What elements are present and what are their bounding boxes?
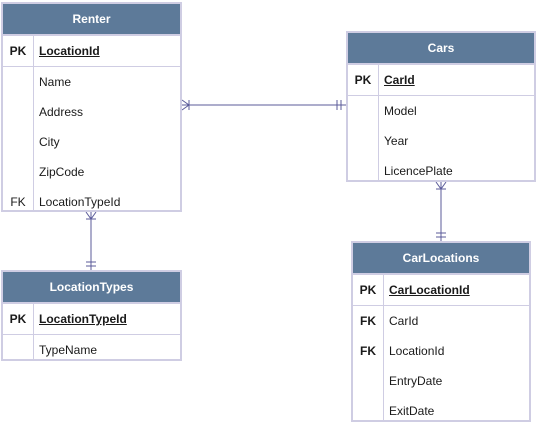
field-name: Model [384,104,417,118]
entity-carlocations[interactable]: CarLocations PK CarLocationId FK CarId F… [351,241,531,422]
field-name: ZipCode [39,165,85,179]
connector-cars-carlocations [435,181,447,241]
entity-renter[interactable]: Renter PK LocationId Name Address City Z… [1,2,182,212]
entity-row: PK LocationTypeId [3,304,180,335]
entity-row: PK LocationId [3,36,180,67]
field-name: City [39,135,60,149]
field-name: CarId [389,314,419,328]
field-name: CarId [384,73,415,87]
entity-row: City [3,127,180,157]
entity-row: ExitDate [353,396,529,426]
connector-renter-locationtypes [85,211,97,270]
key-label: PK [9,312,27,326]
entity-row: Address [3,97,180,127]
connector-renter-cars [181,99,346,111]
entity-cars[interactable]: Cars PK CarId Model Year LicencePlate [346,31,536,182]
entity-title: Cars [348,33,534,65]
entity-row: FK LocationTypeId [3,187,180,217]
entity-row: TypeName [3,335,180,365]
field-name: LocationTypeId [39,195,121,209]
field-name: LocationTypeId [39,312,127,326]
entity-row: Model [348,96,534,126]
field-name: LicencePlate [384,164,453,178]
field-name: CarLocationId [389,283,470,297]
field-name: Address [39,105,84,119]
key-column-divider [383,273,384,420]
key-label: FK [360,314,376,328]
key-label: PK [9,44,27,58]
key-column-divider [33,302,34,359]
field-name: ExitDate [389,404,435,418]
entity-title: LocationTypes [3,272,180,304]
entity-locationtypes[interactable]: LocationTypes PK LocationTypeId TypeName [1,270,182,361]
entity-title: CarLocations [353,243,529,275]
entity-row: PK CarId [348,65,534,96]
entity-row: ZipCode [3,157,180,187]
entity-row: Name [3,67,180,97]
field-name: Year [384,134,409,148]
field-name: Name [39,75,72,89]
entity-title: Renter [3,4,180,36]
entity-row: Year [348,126,534,156]
field-name: TypeName [39,343,98,357]
key-column-divider [378,63,379,180]
key-label: FK [360,344,376,358]
key-label: PK [359,283,377,297]
key-column-divider [33,34,34,210]
entity-row: EntryDate [353,366,529,396]
field-name: EntryDate [389,374,443,388]
key-label: FK [10,195,26,209]
field-name: LocationId [389,344,445,358]
entity-row: FK CarId [353,306,529,336]
entity-row: PK CarLocationId [353,275,529,306]
key-label: PK [354,73,372,87]
entity-row: FK LocationId [353,336,529,366]
entity-row: LicencePlate [348,156,534,186]
field-name: LocationId [39,44,100,58]
